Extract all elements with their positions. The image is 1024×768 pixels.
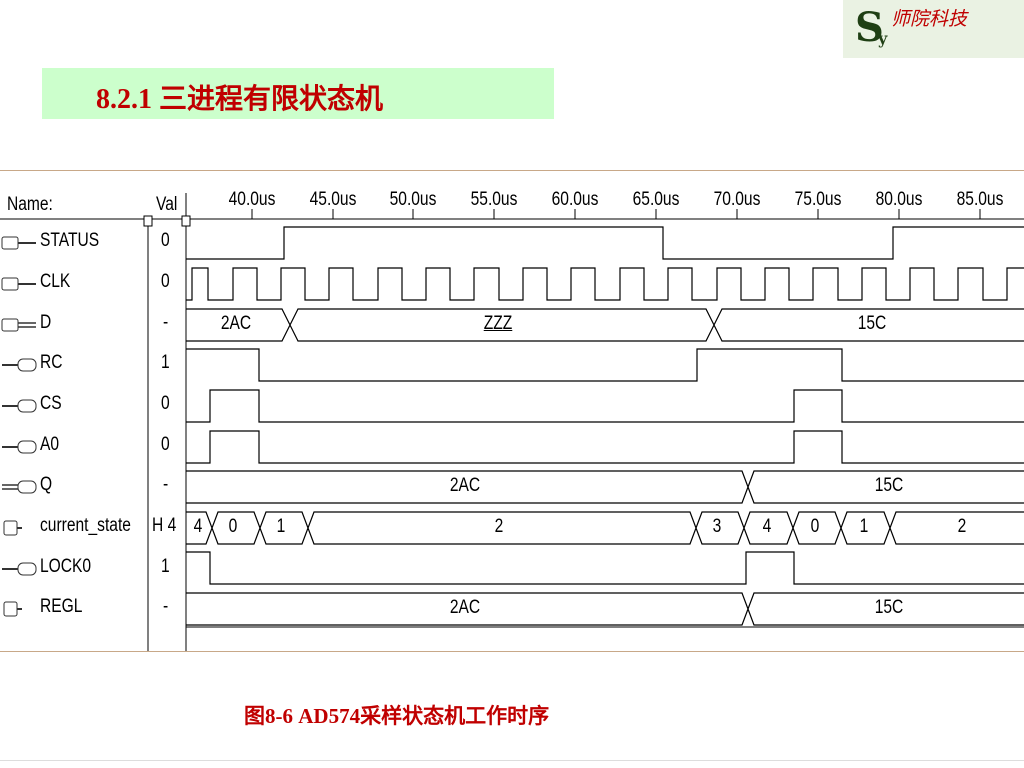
bus-label-current-state: 0 <box>810 516 820 537</box>
bus-label-current-state: 0 <box>228 516 238 537</box>
signal-value-current-state: H 4 <box>152 515 177 536</box>
time-tick-label: 75.0us <box>794 189 842 210</box>
signal-name-lock0[interactable]: LOCK0 <box>40 556 92 577</box>
signal-icons <box>1 236 37 617</box>
logo-mark-sub: y <box>878 29 888 48</box>
signal-name-rc[interactable]: RC <box>40 352 63 373</box>
bus-label-current-state: 4 <box>762 516 772 537</box>
section-title: 8.2.1 三进程有限状态机 <box>96 84 384 115</box>
bus-label-regl: 15C <box>874 597 904 618</box>
signal-value-lock0: 1 <box>161 556 170 577</box>
signal-value-cs: 0 <box>161 393 170 414</box>
trace-lock0 <box>186 551 1024 585</box>
waveform-canvas <box>0 193 1024 651</box>
bus-label-d: 15C <box>857 313 887 334</box>
signal-traces <box>186 226 1024 626</box>
bus-label-d: ZZZ <box>483 313 513 334</box>
time-tick-label: 45.0us <box>309 189 357 210</box>
logo: S y 师院科技 <box>843 0 1024 58</box>
trace-a0 <box>186 430 1024 464</box>
signal-name-q[interactable]: Q <box>40 474 53 495</box>
signal-value-clk: 0 <box>161 271 170 292</box>
time-tick-label: 65.0us <box>632 189 680 210</box>
signal-value-status: 0 <box>161 230 170 251</box>
trace-rc <box>186 348 1024 382</box>
waveform-panel: Name: Val 40.0us 45.0us 50.0us 55.0us 60… <box>0 170 1024 652</box>
trace-cs <box>186 389 1024 423</box>
bus-label-current-state: 2 <box>957 516 967 537</box>
trace-clk <box>186 267 1024 301</box>
bus-label-q: 2AC <box>449 475 481 496</box>
footer-divider <box>0 760 1024 761</box>
time-tick-label: 40.0us <box>228 189 276 210</box>
trace-q-bus <box>186 470 1024 504</box>
bus-label-current-state: 3 <box>712 516 722 537</box>
signal-name-a0[interactable]: A0 <box>40 434 60 455</box>
signal-value-rc: 1 <box>161 352 170 373</box>
time-tick-label: 85.0us <box>956 189 1004 210</box>
signal-name-current-state[interactable]: current_state <box>40 515 131 536</box>
trace-current-state-bus <box>186 511 1024 545</box>
trace-regl-bus <box>186 592 1024 626</box>
bus-label-current-state: 1 <box>276 516 286 537</box>
bus-label-regl: 2AC <box>449 597 481 618</box>
section-title-box: 8.2.1 三进程有限状态机 <box>42 68 554 119</box>
signal-name-d[interactable]: D <box>40 312 52 333</box>
logo-text: 师院科技 <box>891 8 968 30</box>
bus-label-current-state: 2 <box>494 516 504 537</box>
trace-status <box>186 226 1024 260</box>
name-column-header: Name: <box>7 194 53 215</box>
signal-name-clk[interactable]: CLK <box>40 271 71 292</box>
signal-value-regl: - <box>163 596 169 617</box>
time-tick-label: 55.0us <box>470 189 518 210</box>
time-tick-label: 60.0us <box>551 189 599 210</box>
time-tick-label: 50.0us <box>389 189 437 210</box>
time-tick-label: 70.0us <box>713 189 761 210</box>
bus-label-q: 15C <box>874 475 904 496</box>
time-tick-label: 80.0us <box>875 189 923 210</box>
bus-label-current-state: 1 <box>859 516 869 537</box>
signal-name-regl[interactable]: REGL <box>40 596 83 617</box>
trace-d-bus <box>186 308 1024 342</box>
value-column-header: Val <box>156 194 178 215</box>
logo-mark: S <box>855 4 884 51</box>
signal-value-d: - <box>163 312 169 333</box>
column-splitter-handle[interactable] <box>143 215 153 227</box>
signal-name-status[interactable]: STATUS <box>40 230 100 251</box>
signal-name-cs[interactable]: CS <box>40 393 62 414</box>
bus-label-d: 2AC <box>220 313 252 334</box>
time-ticks <box>251 209 981 219</box>
bus-label-current-state: 4 <box>193 516 203 537</box>
column-splitter-handle[interactable] <box>181 215 191 227</box>
figure-caption: 图8-6 AD574采样状态机工作时序 <box>244 704 550 728</box>
signal-value-a0: 0 <box>161 434 170 455</box>
signal-value-q: - <box>163 474 169 495</box>
